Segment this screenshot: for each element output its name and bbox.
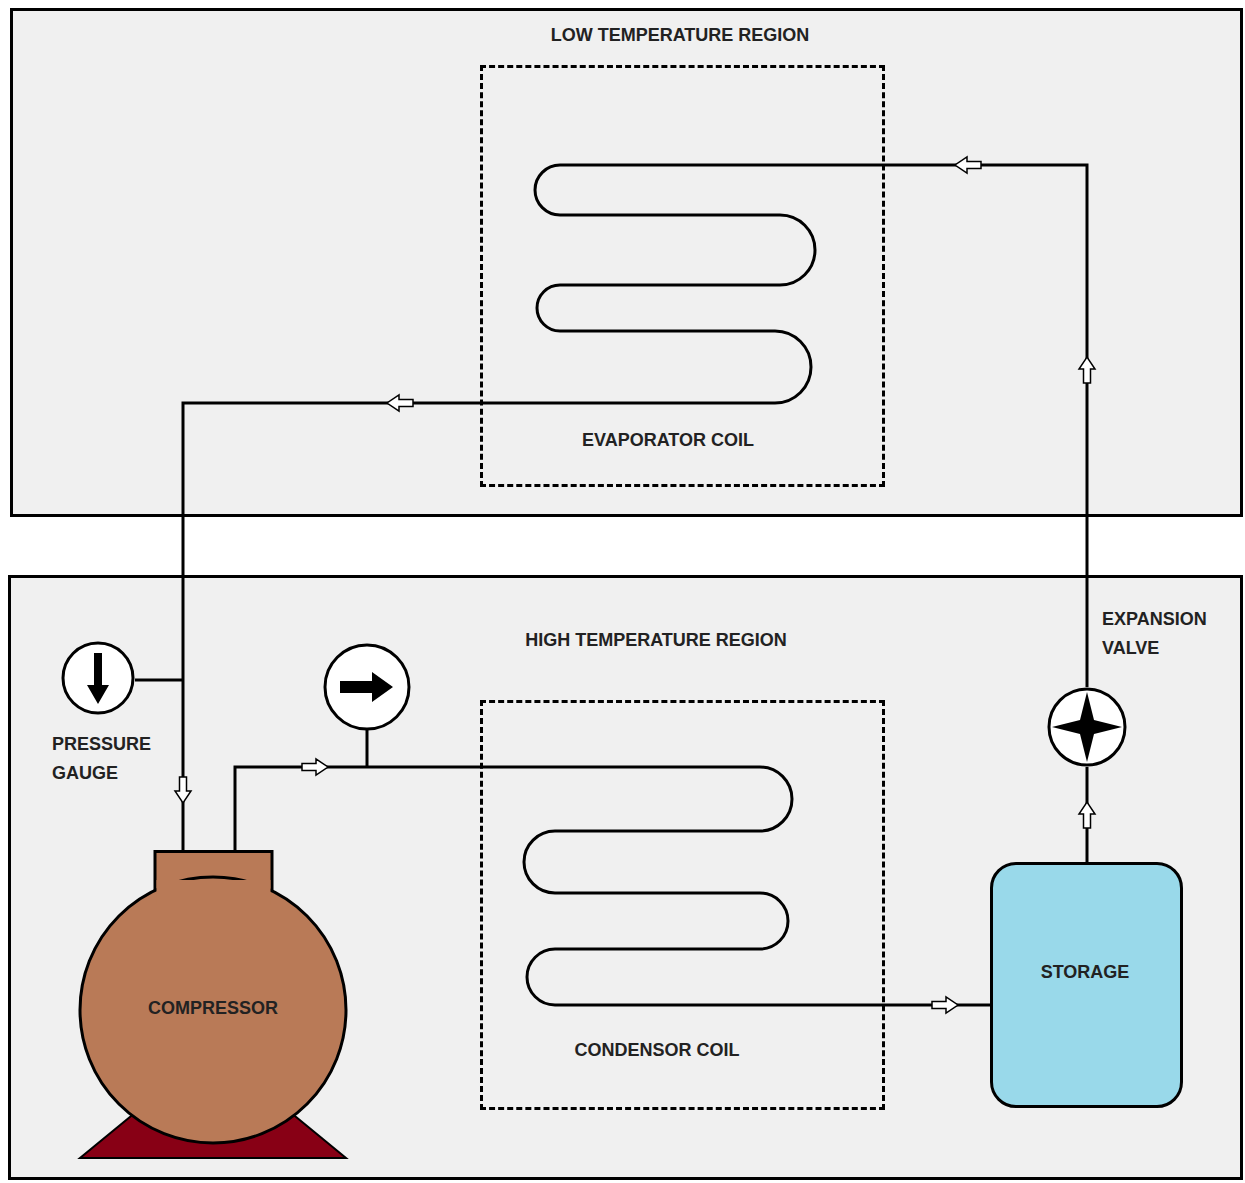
- pressure-gauge: PRESSURE GAUGE: [61, 641, 135, 715]
- refrigerant-pipe: [235, 759, 480, 850]
- refrigerant-pipe: [1079, 767, 1095, 862]
- valve-star: [1052, 692, 1122, 762]
- refrigerant-pipe: [175, 395, 480, 850]
- region-band: HIGH TEMPERATURE REGION PRESSURE GAUGE COM…: [8, 575, 1243, 1180]
- pipe-line: [235, 767, 480, 850]
- refrigerant-pipe: [885, 157, 1095, 687]
- gauge-dial: [63, 643, 133, 713]
- pipe-line: [1086, 767, 1089, 862]
- gauge-needle: [87, 653, 109, 704]
- pipe-line: [885, 1004, 990, 1007]
- gauge-tap-line: [135, 679, 183, 682]
- expansion-valve: EXPANSION VALVE: [1047, 687, 1127, 767]
- compressor-body: [80, 877, 346, 1143]
- valve-symbol: [1047, 687, 1127, 767]
- flow-arrow: [1079, 357, 1095, 383]
- flow-arrow: [175, 777, 191, 803]
- gauge-needle: [340, 672, 393, 702]
- node-label: STORAGE: [1041, 958, 1130, 987]
- node-label: COMPRESSOR: [148, 994, 278, 1023]
- flow-arrow: [302, 759, 328, 775]
- node-label: LOW TEMPERATURE REGION: [551, 21, 810, 50]
- node-label: CONDENSOR COIL: [574, 1036, 739, 1065]
- region-band: LOW TEMPERATURE REGION EVAPORATOR COIL: [10, 8, 1243, 517]
- flow-arrow: [1079, 802, 1095, 828]
- node-label: HIGH TEMPERATURE REGION: [525, 626, 787, 655]
- coil-box: CONDENSOR COIL: [480, 700, 885, 1110]
- flow-arrow: [932, 997, 958, 1013]
- gauge-symbol: [61, 641, 135, 715]
- coil-box: EVAPORATOR COIL: [480, 65, 885, 487]
- node-label: EXPANSION VALVE: [1102, 605, 1207, 663]
- refrigerant-pipe: [885, 997, 990, 1013]
- pipe-line: [885, 165, 1087, 687]
- storage-tank: STORAGE: [990, 862, 1183, 1108]
- node-label: EVAPORATOR COIL: [582, 426, 754, 455]
- pipe-line: [183, 403, 480, 850]
- evaporator-coil-tube: [480, 165, 885, 403]
- valve-body: [1049, 689, 1125, 765]
- condensor-coil-tube: [480, 767, 885, 1005]
- node-label: PRESSURE GAUGE: [52, 730, 151, 788]
- compressor-joint: [157, 880, 271, 905]
- flow-arrow: [387, 395, 413, 411]
- compressor: COMPRESSOR: [78, 850, 348, 1160]
- gauge-stem: [366, 729, 369, 767]
- pressure-gauge-dial: [325, 645, 409, 729]
- flow-arrow: [955, 157, 981, 173]
